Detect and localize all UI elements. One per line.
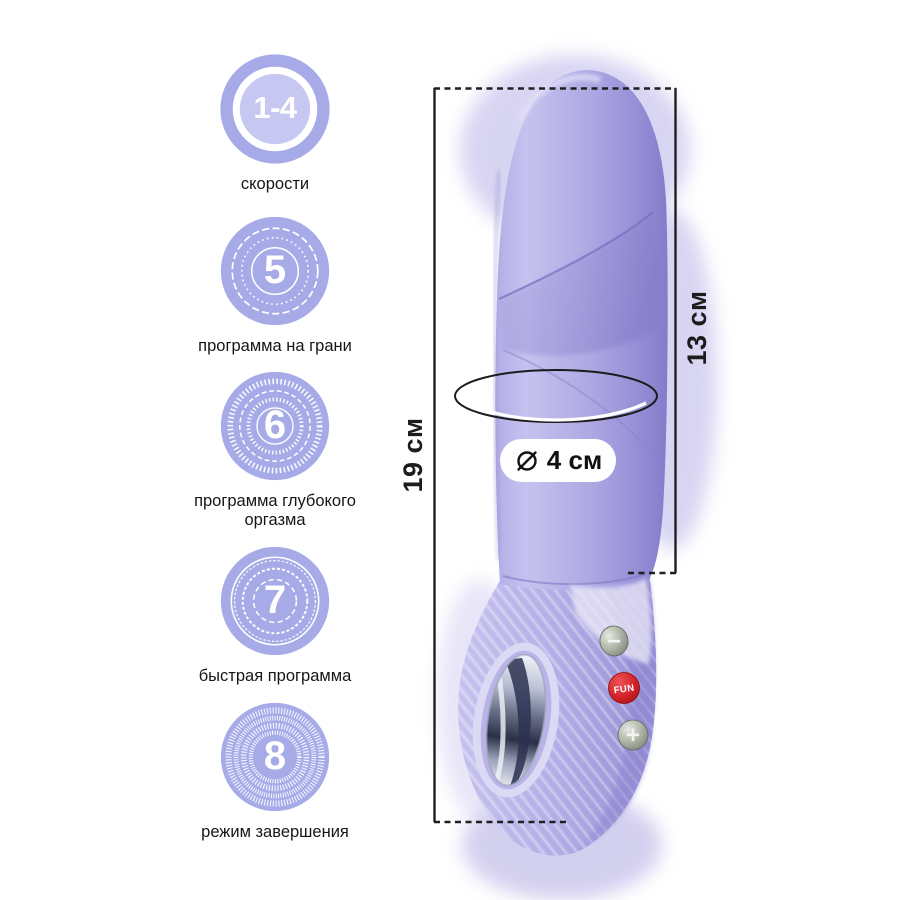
badge-ticks-icon (220, 371, 330, 481)
plus-button-label: + (626, 722, 640, 749)
fun-button-label: FUN (613, 683, 635, 697)
badge-label: режим завершения (201, 823, 349, 841)
badge-label: программа глубокого оргазма (194, 492, 356, 530)
girth-ellipse-front-arc (469, 401, 647, 422)
badge-scallop-icon (220, 216, 330, 326)
badge-circle: 5 (218, 214, 332, 328)
badge-circle: 6 (218, 369, 332, 483)
insertable-length-label: 13 см (682, 290, 712, 366)
fun-button[interactable]: FUN (608, 672, 640, 704)
badge-label: быстрая программа (198, 667, 352, 685)
badge-number: 1-4 (253, 90, 297, 125)
badge-number: 8 (263, 733, 287, 778)
badge-dashed-icon (220, 546, 330, 656)
minus-button-label: − (607, 628, 621, 655)
feature-badge-fast-program: 7 быстрая программа (150, 544, 400, 686)
minus-button[interactable]: − (597, 623, 631, 658)
diameter-pill: 4 см (500, 439, 616, 482)
badge-label: программа на грани (198, 337, 352, 355)
badge-label: скорости (240, 175, 310, 193)
badge-circle: 8 (218, 700, 332, 814)
feature-badge-speeds: 1-4 скорости (150, 52, 400, 194)
badge-circle: 7 (218, 544, 332, 658)
feature-badge-finish-mode: 8 режим завершения (150, 700, 400, 842)
control-buttons: − FUN + (597, 623, 649, 751)
diameter-value: 4 см (546, 445, 603, 475)
diameter-icon (517, 450, 537, 471)
badge-number: 6 (263, 402, 287, 447)
handle-loop (472, 642, 560, 798)
plus-button[interactable]: + (617, 719, 649, 751)
feature-badge-deep-orgasm-program: 6 программа глубокого оргазма (150, 369, 400, 531)
girth-ellipse (454, 369, 658, 423)
badge-circle: 1-4 (218, 52, 332, 166)
badge-rings-icon (220, 54, 330, 164)
feature-badge-edge-program: 5 программа на грани (150, 214, 400, 356)
badge-number: 7 (263, 577, 287, 622)
badge-lace-icon (220, 702, 330, 812)
badge-number: 5 (263, 247, 287, 292)
total-length-label: 19 см (398, 417, 428, 493)
